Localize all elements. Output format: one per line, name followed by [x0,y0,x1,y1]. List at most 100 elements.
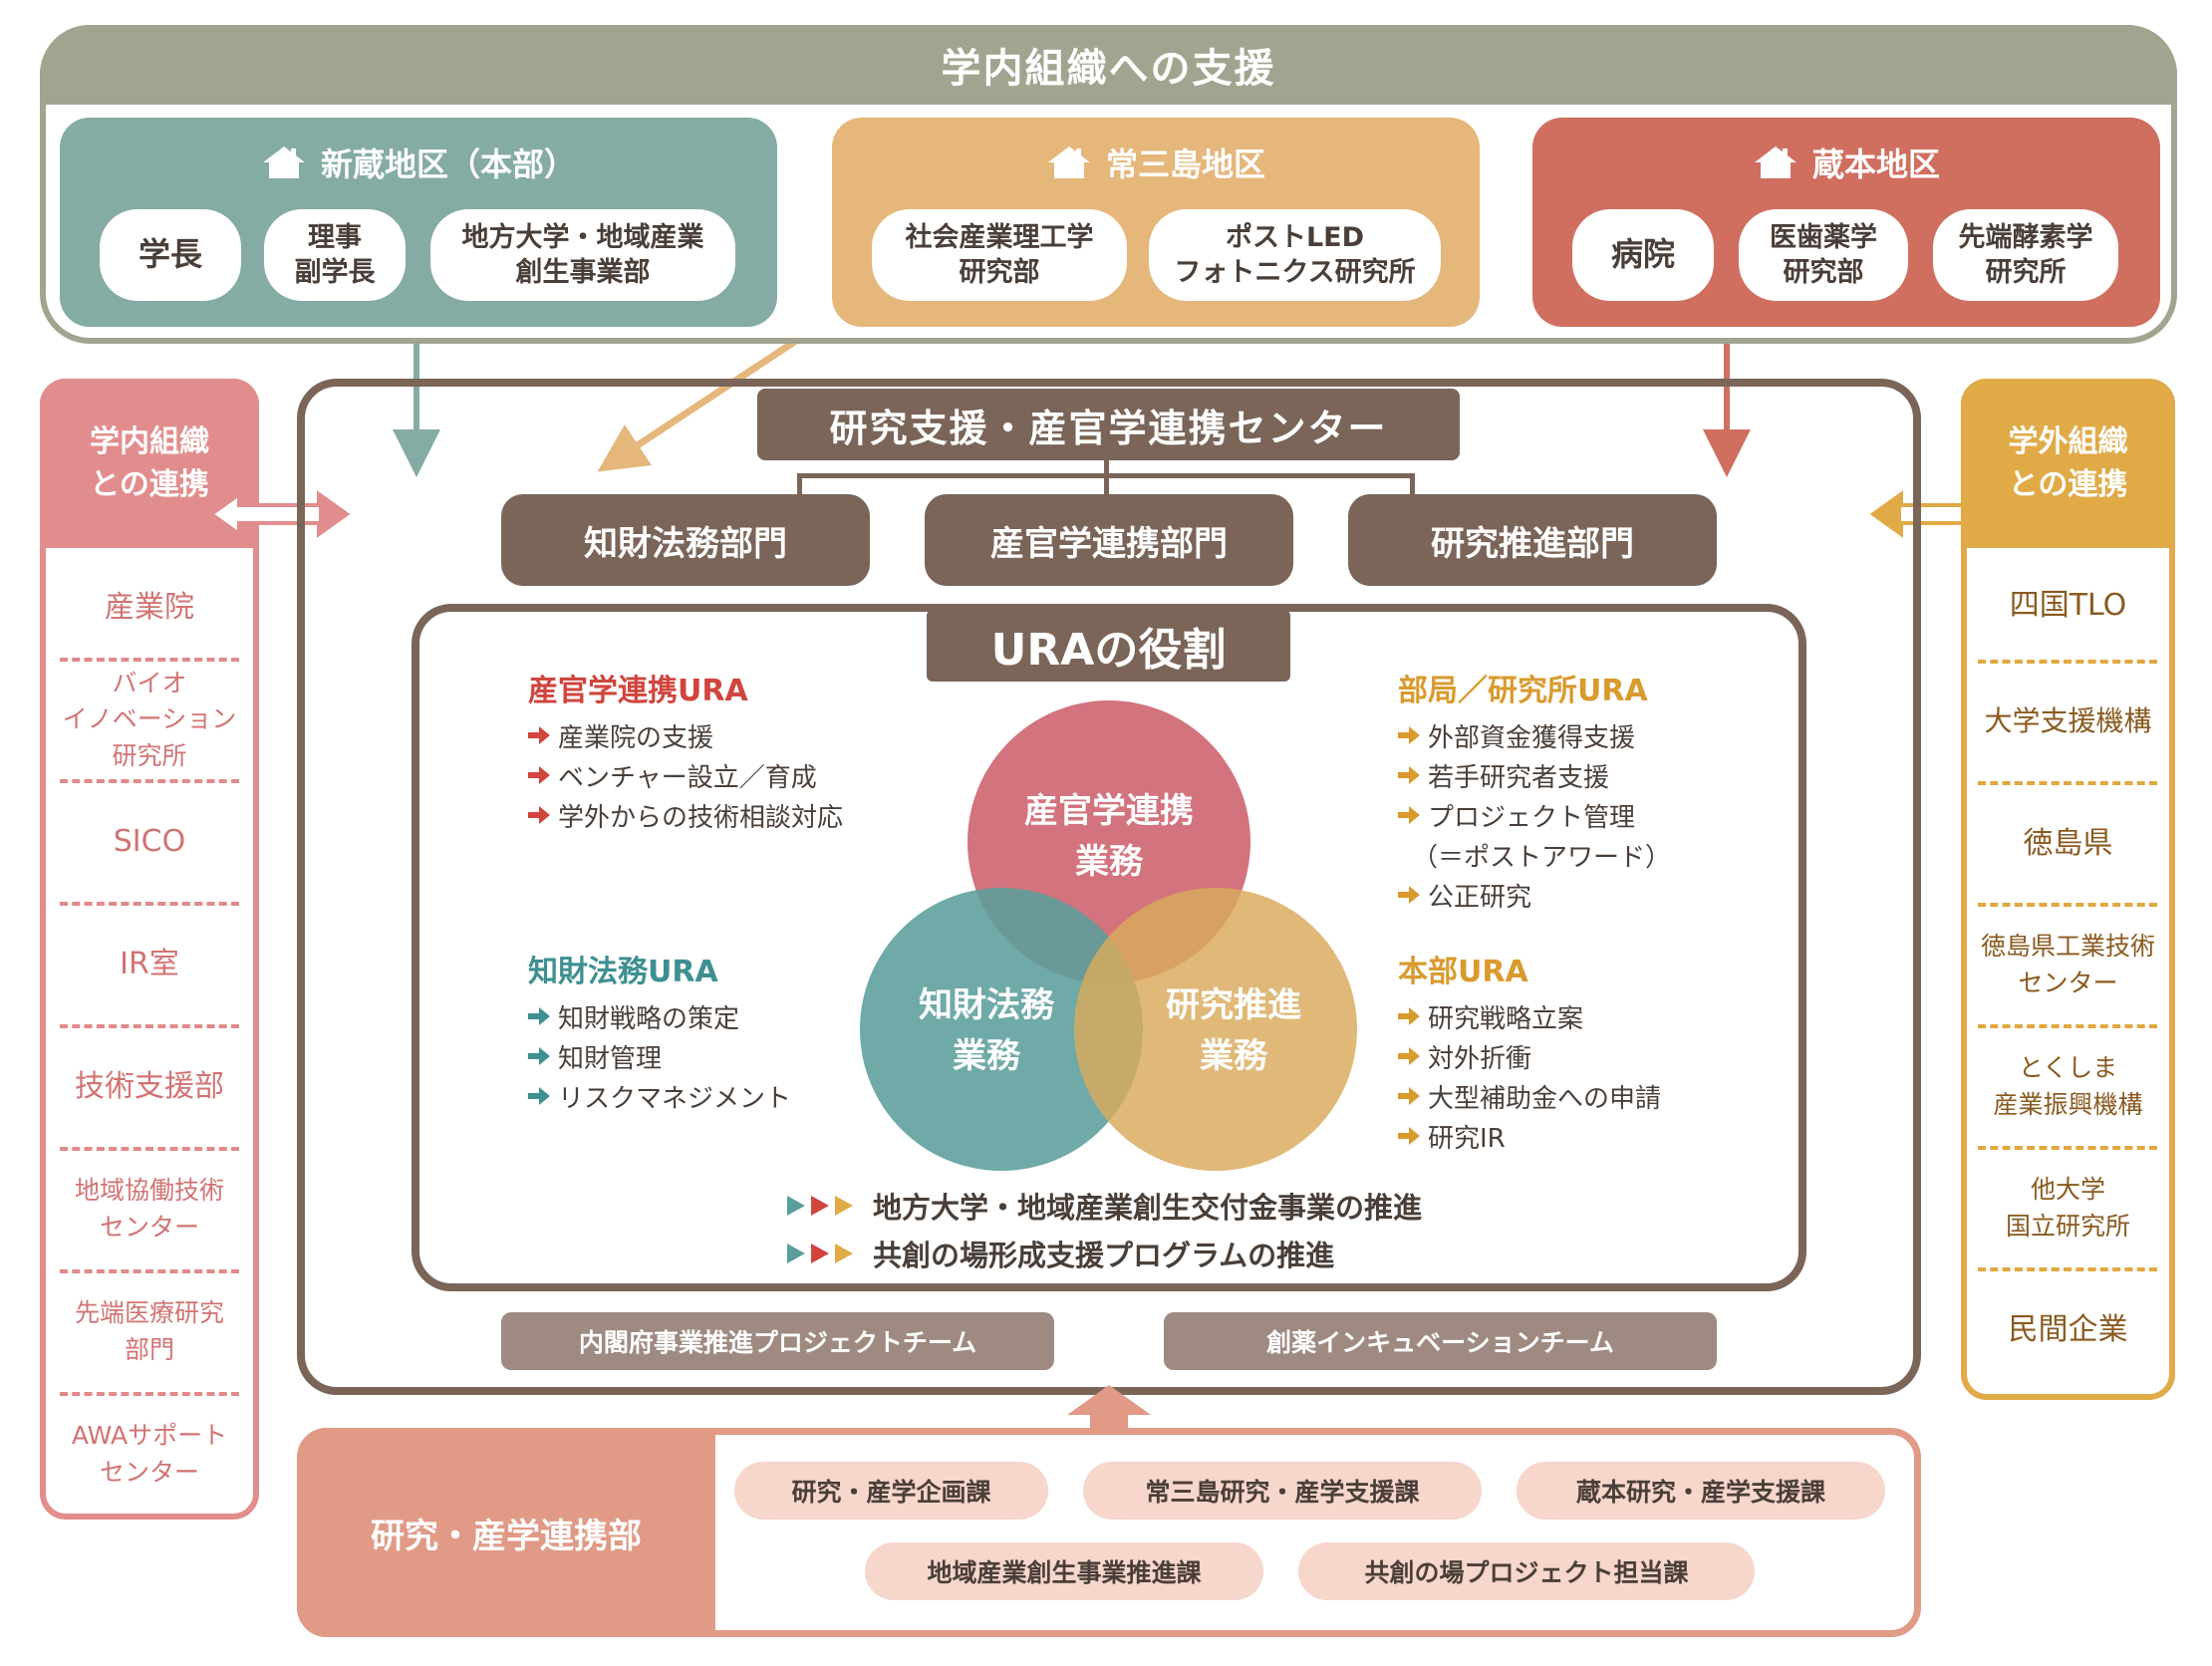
venn-text: 産官学連携 [1024,791,1194,831]
box-label: 研究部 [1783,257,1864,288]
section-label: 共創の場プロジェクト担当課 [1364,1558,1689,1587]
item-label: 大学支援機構 [1984,704,2152,738]
item-text: 研究戦略立案 [1428,1003,1584,1034]
box-label: ポストLED [1225,221,1365,253]
list-item: 外部資金獲得支援 [1398,715,1737,755]
external-collab-column [1961,379,2175,1400]
item-text: 知財管理 [558,1043,663,1074]
tree-connector [1104,458,1109,498]
ura-group-honbu: 本部URA 研究戦略立案 対外折衝 大型補助金への申請 研究IR [1398,949,1737,1156]
group-title: 本部URA [1398,955,1528,989]
box-label: 創生事業部 [515,257,651,288]
team-cabinet-office: 内閣府事業推進プロジェクトチーム [501,1312,1054,1370]
box-label: 研究所 [1985,257,2067,288]
section-label: 地域産業創生事業推進課 [927,1558,1202,1587]
arrow-right-icon [1398,1126,1420,1146]
external-item-niad: 大学支援機構 [1971,665,2165,779]
item-label: イノベーション [62,704,237,734]
item-text: （＝ポストアワード） [1412,842,1672,873]
item-text: リスクマネジメント [558,1083,792,1114]
box-label: フォトニクス研究所 [1174,257,1416,288]
up-arrow-icon [1067,1385,1151,1431]
item-label: センター [99,1212,199,1242]
header-line: 学内組織 [90,423,209,459]
item-label: AWAサポート [71,1421,228,1451]
kuramoto-header: 蔵本地区 [1532,138,2160,187]
group-title: 部局／研究所URA [1398,674,1648,708]
group-title: 産官学連携URA [528,674,748,708]
dept-label: 産官学連携部門 [990,523,1228,564]
venn-label-collab: 産官学連携 業務 [989,782,1229,892]
box-enzyme-institute: 先端酵素学 研究所 [1933,209,2118,301]
team-drug-incubation: 創薬インキュベーションチーム [1164,1312,1717,1370]
divider [60,902,239,906]
ura-roles-box [412,604,1806,1291]
shinkura-header: 新蔵地区（本部） [60,138,777,187]
divider [1978,1267,2157,1271]
box-label: 研究部 [959,257,1040,288]
item-label: 技術支援部 [75,1068,224,1104]
promotion-text: 地方大学・地域産業創生交付金事業の推進 [873,1191,1423,1225]
list-item: 研究IR [1398,1116,1737,1156]
item-text: 産業院の支援 [558,722,714,753]
section-regional: 地域産業創生事業推進課 [865,1542,1263,1600]
box-label: 病院 [1610,235,1675,274]
item-label: 民間企業 [2008,1311,2128,1347]
item-text: 知財戦略の策定 [558,1003,740,1034]
box-social-industry: 社会産業理工学 研究部 [872,209,1127,301]
group-title: 知財法務URA [528,955,718,989]
internal-item-awa: AWAサポートセンター [50,1397,249,1512]
section-cocreation: 共創の場プロジェクト担当課 [1298,1542,1755,1600]
external-item-other-universities: 他大学国立研究所 [1971,1151,2165,1265]
ura-title-box: URAの役割 [927,610,1290,682]
external-item-industry-promotion: とくしま産業振興機構 [1971,1029,2165,1144]
item-label: 他大学 [2030,1175,2105,1205]
venn-label-research: 研究推進 業務 [1114,976,1353,1086]
internal-item-regional: 地域協働技術センター [50,1152,249,1266]
header-line: との連携 [90,467,209,502]
venn-circle-research [1074,888,1357,1171]
external-item-private: 民間企業 [1971,1272,2165,1387]
divider [1978,1146,2157,1150]
internal-item-bio: バイオイノベーション研究所 [50,663,249,777]
promotion-item: 地方大学・地域産業創生交付金事業の推進 [787,1186,1584,1226]
list-item: 知財戦略の策定 [528,996,907,1036]
divider [60,1269,239,1273]
item-text: 若手研究者支援 [1428,762,1610,793]
internal-item-advanced-medical: 先端医療研究部門 [50,1274,249,1389]
divider [60,1392,239,1396]
divider [1978,660,2157,664]
box-label: 理事 [308,221,362,253]
venn-circle-ip [860,888,1143,1171]
arrow-right-icon [528,1006,550,1026]
list-item: 学外からの技術相談対応 [528,795,907,835]
ura-group-sankan: 産官学連携URA 産業院の支援 ベンチャー設立／育成 学外からの技術相談対応 [528,668,907,835]
internal-item-tech: 技術支援部 [50,1029,249,1144]
item-text: 対外折衝 [1428,1043,1532,1074]
ura-group-bukyoku: 部局／研究所URA 外部資金獲得支援 若手研究者支援 プロジェクト管理 （＝ポス… [1398,668,1737,915]
external-item-industrial-tech: 徳島県工業技術センター [1971,908,2165,1022]
divider [60,1024,239,1028]
dept-research-promotion: 研究推進部門 [1348,494,1717,586]
arrow-right-icon [1398,885,1420,905]
box-regional-office: 地方大学・地域産業 創生事業部 [430,209,735,301]
item-label: 地域協働技術 [74,1176,224,1206]
box-label: 地方大学・地域産業 [461,221,704,253]
header-line: 学外組織 [2008,423,2128,459]
item-label: 徳島県 [2023,825,2113,861]
item-label: 四国TLO [2009,587,2127,623]
list-item: プロジェクト管理 [1398,795,1737,835]
arrow-right-icon [528,1046,550,1066]
list-item-note: （＝ポストアワード） [1398,835,1737,875]
item-label: 産業院 [105,590,194,626]
arrow-right-icon [1398,1046,1420,1066]
divider [1978,1024,2157,1028]
item-text: 外部資金獲得支援 [1428,722,1636,753]
list-item: リスクマネジメント [528,1076,907,1116]
list-item: 知財管理 [528,1036,907,1076]
box-director: 理事 副学長 [264,209,406,301]
section-kuramoto: 蔵本研究・産学支援課 [1517,1462,1885,1520]
team-label: 創薬インキュベーションチーム [1266,1328,1614,1357]
item-label: 先端医療研究 [74,1298,224,1328]
